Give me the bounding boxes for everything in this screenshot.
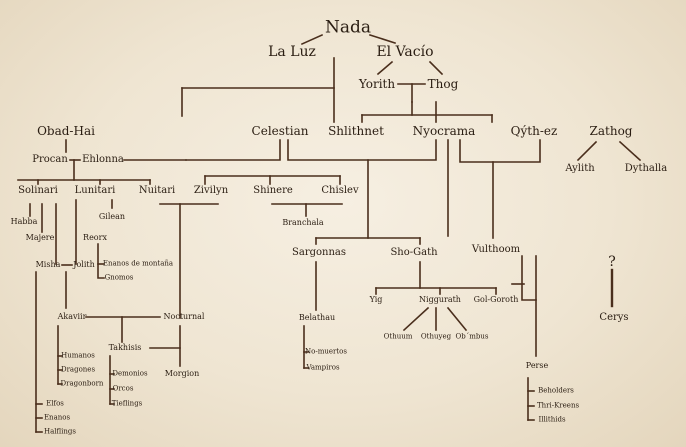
node-niggurath: Niggurath bbox=[419, 295, 461, 304]
edge-qyth-left bbox=[459, 139, 541, 163]
node-shlithnet: Shlithnet bbox=[328, 124, 384, 138]
node-gnomos: Gnomos bbox=[104, 273, 134, 282]
node-ehlonna: Ehlonna bbox=[82, 154, 124, 165]
edge-zathog-aylith bbox=[576, 140, 598, 162]
node-illithids: Illithids bbox=[538, 415, 566, 424]
node-obad-hai: Obad-Hai bbox=[37, 124, 95, 138]
node-halflings: Halflings bbox=[43, 427, 77, 436]
node-gol-goroth: Gol-Goroth bbox=[473, 295, 519, 304]
node-sargonnas: Sargonnas bbox=[292, 247, 346, 258]
node-reorx: Reorx bbox=[83, 233, 107, 242]
node-akaviir: Akaviir bbox=[57, 312, 87, 321]
node-jolith: Jolith bbox=[73, 260, 95, 269]
node-vulthoom: Vulthoom bbox=[471, 244, 521, 255]
node-procan: Procan bbox=[32, 154, 68, 165]
node-ob-mbus: Ob´mbus bbox=[455, 332, 489, 341]
edge-nig-obmbus bbox=[446, 306, 468, 332]
node-perse: Perse bbox=[525, 361, 549, 370]
edge-reorx-enanos bbox=[97, 243, 105, 279]
node-othuum: Othuum bbox=[383, 332, 413, 341]
node-enanos: Enanos bbox=[43, 413, 71, 422]
node-dragones: Dragones bbox=[60, 365, 96, 374]
node-habba: Habba bbox=[10, 217, 38, 226]
node-beholders: Beholders bbox=[538, 386, 574, 395]
node-zathog: Zathog bbox=[589, 124, 633, 138]
edge-nig-othuum bbox=[402, 306, 430, 332]
node-lunitari: Lunitari bbox=[74, 185, 116, 196]
node-el-vacio: El Vacío bbox=[376, 44, 434, 60]
node-solinari: Solinari bbox=[18, 185, 58, 196]
node-yig: Yig bbox=[369, 295, 383, 304]
node-gilean: Gilean bbox=[98, 212, 126, 221]
node-sho-gath: Sho-Gath bbox=[390, 247, 438, 258]
node-enanos-de-montana: Enanos de montaña bbox=[102, 259, 174, 268]
node-misha: Misha bbox=[35, 260, 61, 269]
node-cerys: Cerys bbox=[599, 312, 629, 323]
node-yorith: Yorith bbox=[358, 77, 396, 91]
edge-celestian-right bbox=[287, 139, 437, 161]
edge-nada-elvacio bbox=[368, 33, 397, 45]
node-qyth-ez: Qýth-ez bbox=[510, 124, 558, 138]
edge-zathog-dythalla bbox=[618, 140, 642, 162]
edge-vul-down bbox=[521, 255, 537, 301]
node-orcos: Orcos bbox=[112, 384, 134, 393]
node-thog: Thog bbox=[427, 77, 459, 91]
node-nuitari: Nuitari bbox=[138, 185, 176, 196]
node-celestian: Celestian bbox=[251, 124, 309, 138]
node-dythalla: Dythalla bbox=[624, 163, 668, 174]
node-demonios: Demonios bbox=[112, 369, 148, 378]
node-humanos: Humanos bbox=[61, 351, 95, 360]
node-no-muertos: No-muertos bbox=[305, 347, 347, 356]
node-nocturnal: Nocturnal bbox=[163, 312, 205, 321]
node-takhisis: Takhisis bbox=[108, 343, 142, 352]
node-othuyeg: Othuyeg bbox=[420, 332, 452, 341]
edge-elvacio-thog bbox=[428, 60, 444, 76]
node-tieflings: Tieflings bbox=[111, 399, 143, 408]
node-nyocrama: Nyocrama bbox=[412, 124, 476, 138]
edge-elvacio-yorith bbox=[376, 60, 394, 76]
node-vampiros: Vampiros bbox=[306, 363, 340, 372]
node-la-luz: La Luz bbox=[268, 44, 316, 60]
node-dragonborn: Dragonborn bbox=[60, 379, 104, 388]
node-branchala: Branchala bbox=[282, 218, 324, 227]
node-aylith: Aylith bbox=[565, 163, 595, 174]
node-question: ? bbox=[608, 254, 616, 270]
edge-celestian-left bbox=[185, 139, 281, 161]
node-thri-kreens: Thri-Kreens bbox=[536, 401, 580, 410]
edge-nada-laluz bbox=[300, 33, 324, 46]
node-majere: Majere bbox=[25, 233, 55, 242]
node-belathau: Belathau bbox=[298, 313, 336, 322]
node-shinere: Shinere bbox=[253, 185, 293, 196]
node-chislev: Chislev bbox=[321, 185, 359, 196]
node-morgion: Morgion bbox=[164, 369, 200, 378]
node-elfos: Elfos bbox=[46, 399, 64, 408]
node-nada: Nada bbox=[324, 17, 372, 38]
node-zivilyn: Zivilyn bbox=[193, 185, 229, 196]
